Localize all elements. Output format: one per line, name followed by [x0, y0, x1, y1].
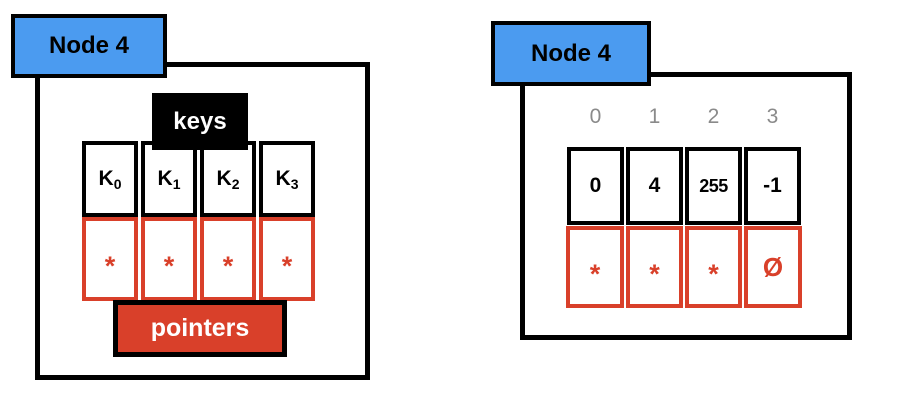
- right-node-title-label: Node 4: [491, 21, 651, 86]
- left-key-cell-3: K3: [259, 141, 315, 217]
- right-slot-index-0: 0: [589, 105, 602, 128]
- pointer-asterisk: *: [281, 250, 293, 281]
- key-value: -1: [763, 174, 782, 197]
- right-key-cell-3: -1: [744, 147, 801, 225]
- key-label: K: [157, 167, 173, 190]
- left-key-cell-1: K1: [141, 141, 197, 217]
- null-pointer-symbol: Ø: [762, 251, 784, 282]
- right-key-cell-2: 255: [685, 147, 742, 225]
- pointer-asterisk: *: [163, 250, 175, 281]
- key-value: 255: [699, 175, 728, 196]
- right-slot-index-1: 1: [648, 105, 661, 128]
- left-node-title-text: Node 4: [48, 32, 129, 59]
- pointer-asterisk: *: [222, 250, 234, 281]
- right-slot-index-2: 2: [707, 105, 720, 128]
- key-value: 4: [648, 174, 661, 197]
- pointer-asterisk: *: [708, 258, 719, 289]
- pointers-caption-text: pointers: [150, 314, 250, 342]
- left-pointers-caption: pointers: [113, 300, 287, 357]
- left-keys-caption: keys: [152, 93, 248, 150]
- right-pointer-cell-2: *: [685, 226, 742, 308]
- left-pointer-cell-0: *: [82, 217, 138, 301]
- keys-caption-text: keys: [173, 107, 227, 135]
- key-label: K: [275, 167, 291, 190]
- right-key-cell-1: 4: [626, 147, 683, 225]
- pointer-asterisk: *: [649, 258, 660, 289]
- left-pointer-cell-1: *: [141, 217, 197, 301]
- right-pointer-cell-3: Ø: [744, 226, 802, 308]
- left-key-cell-0: K0: [82, 141, 138, 217]
- key-label: K: [216, 167, 232, 190]
- key-label: K: [98, 167, 114, 190]
- pointer-asterisk: *: [589, 258, 601, 289]
- right-pointer-cell-0: *: [566, 226, 624, 308]
- key-value: 0: [589, 174, 602, 197]
- right-key-cell-0: 0: [567, 147, 624, 225]
- left-node-title-label: Node 4: [11, 14, 167, 78]
- left-pointer-cell-2: *: [200, 217, 256, 301]
- right-node-title-text: Node 4: [530, 39, 611, 67]
- left-pointer-cell-3: *: [259, 217, 315, 301]
- right-slot-index-3: 3: [766, 105, 779, 128]
- left-key-cell-2: K2: [200, 141, 256, 217]
- pointer-asterisk: *: [104, 250, 116, 281]
- right-pointer-cell-1: *: [626, 226, 683, 308]
